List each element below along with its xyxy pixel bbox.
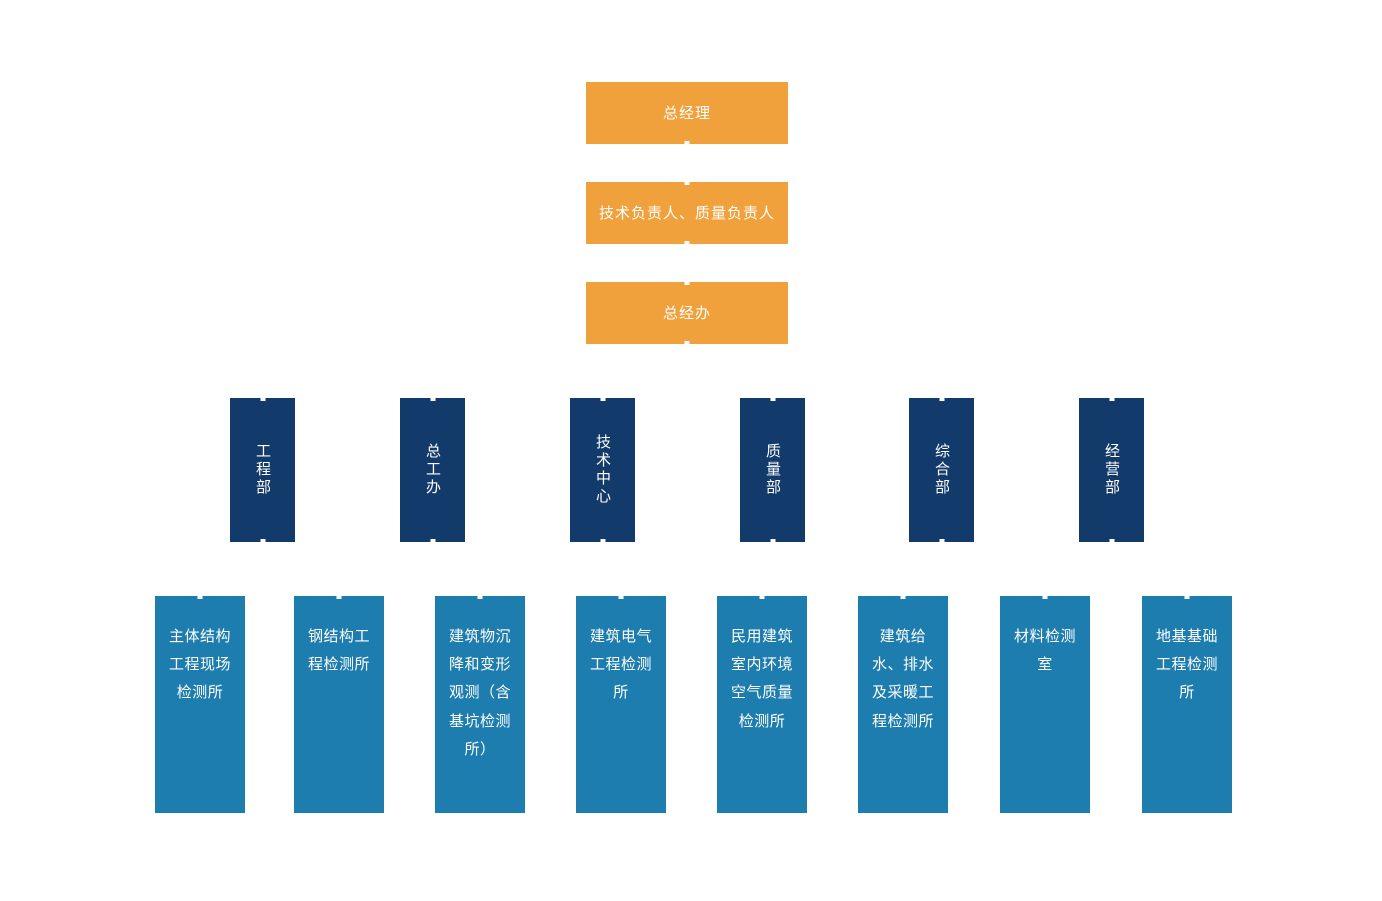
exec-node-general-office[interactable]: 总经办 bbox=[586, 282, 788, 344]
lab-label-building-electrical-testing: 建筑电气工程检测所 bbox=[589, 627, 652, 702]
dept-node-quality[interactable]: 质量部 bbox=[740, 398, 805, 542]
dept-label-engineering: 工程部 bbox=[254, 443, 272, 497]
lab-node-settlement-deformation-observation[interactable]: 建筑物沉降和变形观测（含基坑检测所） bbox=[435, 596, 525, 813]
dept-label-chief-engineer-office: 总工办 bbox=[424, 443, 442, 497]
lab-node-foundation-engineering-testing[interactable]: 地基基础工程检测所 bbox=[1142, 596, 1232, 813]
lab-label-material-testing-room: 材料检测室 bbox=[1013, 627, 1076, 674]
lab-node-indoor-air-quality-testing[interactable]: 民用建筑室内环境空气质量检测所 bbox=[717, 596, 807, 813]
exec-label-general-office: 总经办 bbox=[662, 303, 711, 322]
lab-node-main-structure-field-testing[interactable]: 主体结构工程现场检测所 bbox=[155, 596, 245, 813]
lab-label-foundation-engineering-testing: 地基基础工程检测所 bbox=[1155, 627, 1218, 702]
exec-label-general-manager: 总经理 bbox=[662, 103, 711, 122]
lab-label-main-structure-field-testing: 主体结构工程现场检测所 bbox=[168, 627, 231, 702]
dept-label-technology-center: 技术中心 bbox=[594, 434, 612, 506]
lab-label-plumbing-heating-testing: 建筑给水、排水及采暖工程检测所 bbox=[871, 627, 934, 730]
lab-node-building-electrical-testing[interactable]: 建筑电气工程检测所 bbox=[576, 596, 666, 813]
dept-node-administration[interactable]: 综合部 bbox=[909, 398, 974, 542]
lab-label-settlement-deformation-observation: 建筑物沉降和变形观测（含基坑检测所） bbox=[448, 627, 511, 758]
dept-label-quality: 质量部 bbox=[764, 443, 782, 497]
dept-label-administration: 综合部 bbox=[933, 443, 951, 497]
dept-node-chief-engineer-office[interactable]: 总工办 bbox=[400, 398, 465, 542]
exec-node-technical-quality-director[interactable]: 技术负责人、质量负责人 bbox=[586, 182, 788, 244]
lab-label-indoor-air-quality-testing: 民用建筑室内环境空气质量检测所 bbox=[730, 627, 793, 730]
dept-label-business: 经营部 bbox=[1103, 443, 1121, 497]
dept-node-engineering[interactable]: 工程部 bbox=[230, 398, 295, 542]
lab-node-material-testing-room[interactable]: 材料检测室 bbox=[1000, 596, 1090, 813]
exec-label-technical-quality-director: 技术负责人、质量负责人 bbox=[598, 203, 775, 222]
lab-label-steel-structure-testing: 钢结构工程检测所 bbox=[307, 627, 370, 674]
lab-node-plumbing-heating-testing[interactable]: 建筑给水、排水及采暖工程检测所 bbox=[858, 596, 948, 813]
dept-node-technology-center[interactable]: 技术中心 bbox=[570, 398, 635, 542]
dept-node-business[interactable]: 经营部 bbox=[1079, 398, 1144, 542]
lab-node-steel-structure-testing[interactable]: 钢结构工程检测所 bbox=[294, 596, 384, 813]
exec-node-general-manager[interactable]: 总经理 bbox=[586, 82, 788, 144]
